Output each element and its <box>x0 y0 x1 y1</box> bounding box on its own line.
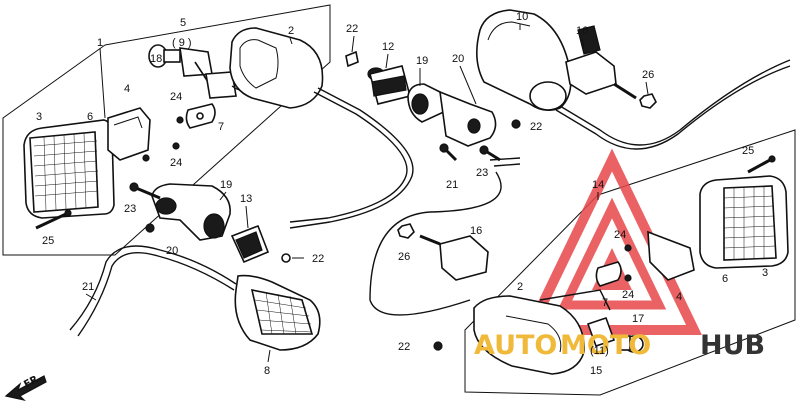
callout-16-top: 16 <box>576 25 588 37</box>
bracket-19-20-mid <box>151 183 231 241</box>
screw-25-left <box>35 209 72 230</box>
screw-25-right <box>747 155 776 174</box>
callout-2-top: 2 <box>288 25 294 37</box>
callout-25-right: 25 <box>742 145 754 157</box>
bulb-socket-11-15 <box>586 316 616 348</box>
callout-3-right: 3 <box>762 267 768 279</box>
callout-26-top: 26 <box>642 69 654 81</box>
socket-12 <box>367 65 411 105</box>
screw-24-left-b <box>172 142 180 150</box>
bolt-23-top <box>479 145 501 162</box>
nut-22-mid <box>281 253 291 263</box>
callout-18: 18 <box>150 53 162 65</box>
callout-19-mid: 19 <box>220 179 232 191</box>
callout-24-right-a: 24 <box>614 229 626 241</box>
callout-22-top-right: 22 <box>530 121 542 133</box>
callout-2-lower: 2 <box>517 281 523 293</box>
watermark-word-moto: MOTO <box>560 330 651 361</box>
screw-22-top-right <box>511 119 521 129</box>
callout-10: 10 <box>516 11 528 23</box>
callout-19-top: 19 <box>416 55 428 67</box>
callout-23-top: 23 <box>476 167 488 179</box>
callout-12: 12 <box>382 41 394 53</box>
turn-signal-lens-8 <box>69 245 321 351</box>
screw-22-lower <box>433 341 443 351</box>
callout-7-right: 7 <box>602 297 608 309</box>
callout-6-left: 6 <box>87 111 93 123</box>
front-direction-arrow: FR. <box>4 372 47 402</box>
callout-6-right: 6 <box>722 273 728 285</box>
callout-17: 17 <box>632 313 644 325</box>
wire-ends-top <box>369 157 521 316</box>
callout-16-lower: 16 <box>470 225 482 237</box>
socket-16-lower <box>419 234 489 281</box>
callout-25-left: 25 <box>42 235 54 247</box>
socket-13 <box>230 224 270 264</box>
callout-22-mid: 22 <box>312 253 324 265</box>
callout-5: 5 <box>180 17 186 29</box>
callout-11: (11) <box>590 345 609 357</box>
bracket-7-left <box>185 103 216 129</box>
watermark-wordmark: AUTO MOTO HUB <box>474 330 765 361</box>
callout-14: 14 <box>592 179 604 191</box>
bolt-23-left <box>129 182 161 200</box>
screw-20-left <box>145 223 155 233</box>
nut-26-top <box>639 93 657 109</box>
callout-23-left: 23 <box>124 203 136 215</box>
rear-lens-right <box>699 175 789 269</box>
plate-4-right <box>647 230 695 281</box>
callout-20-top: 20 <box>452 53 464 65</box>
callout-13: 13 <box>240 193 252 205</box>
turn-signal-housing-10 <box>476 9 791 150</box>
callouts: 1 2 2 3 3 4 4 5 ( 9 ) 6 6 7 7 8 10 (11) … <box>36 11 768 377</box>
watermark-word-auto: AUTO <box>474 330 557 361</box>
bulb-18 <box>148 44 286 99</box>
bracket-7-right <box>595 261 622 287</box>
nut-22-top-left <box>345 50 359 68</box>
screw-24-right-b <box>624 274 632 282</box>
callout-4-right: 4 <box>676 291 682 303</box>
callout-15: 15 <box>590 365 602 377</box>
callout-22-lower: 22 <box>398 341 410 353</box>
bracket-19-20-top <box>407 83 497 147</box>
callout-24-left-b: 24 <box>170 157 182 169</box>
callout-26-lower: 26 <box>398 251 410 263</box>
turn-signal-housing-2-top <box>229 27 414 229</box>
callout-21-left: 21 <box>82 281 94 293</box>
callout-4-left: 4 <box>124 83 130 95</box>
callout-24-left-a: 24 <box>170 91 182 103</box>
screw-24-right-a <box>624 244 632 252</box>
callout-7-left: 7 <box>218 121 224 133</box>
watermark-word-hub: HUB <box>700 330 765 361</box>
bulb-17 <box>617 335 644 353</box>
callout-21-top: 21 <box>446 179 458 191</box>
assembly-outline-14 <box>464 129 796 396</box>
screw-24-left-a <box>176 116 184 124</box>
callout-8: 8 <box>264 365 270 377</box>
callout-24-right-b: 24 <box>622 289 634 301</box>
socket-plate-4-left <box>107 107 151 162</box>
turn-signal-housing-2-lower <box>473 289 611 375</box>
callout-20-mid: 20 <box>166 245 178 257</box>
callout-22-top-left: 22 <box>346 23 358 35</box>
callout-9: ( 9 ) <box>172 37 192 49</box>
callout-3-left: 3 <box>36 111 42 123</box>
rear-lens-left <box>23 119 115 219</box>
assembly-outline-1 <box>2 4 331 256</box>
leader-lines <box>85 24 649 363</box>
nut-26-lower <box>397 223 415 239</box>
bolt-21-top <box>439 143 458 162</box>
callout-1: 1 <box>97 37 103 49</box>
